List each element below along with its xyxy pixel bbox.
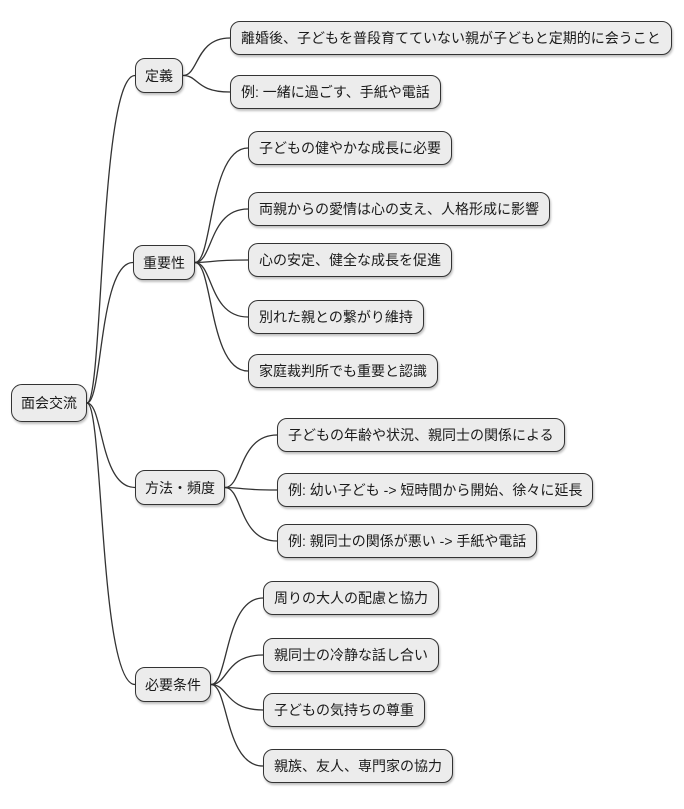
leaf-node: 子どもの健やかな成長に必要 — [248, 131, 452, 165]
branch-node-importance: 重要性 — [133, 245, 195, 280]
leaf-node: 家庭裁判所でも重要と認識 — [248, 354, 438, 388]
branch-node-requirements: 必要条件 — [135, 667, 211, 702]
leaf-node: 例: 親同士の関係が悪い -> 手紙や電話 — [277, 524, 538, 558]
leaf-node: 心の安定、健全な成長を促進 — [248, 243, 452, 277]
leaf-node: 両親からの愛情は心の支え、人格形成に影響 — [248, 192, 550, 226]
branch-node-method-frequency: 方法・頻度 — [135, 470, 225, 505]
leaf-node: 子どもの気持ちの尊重 — [263, 693, 425, 727]
leaf-node: 子どもの年齢や状況、親同士の関係による — [277, 418, 565, 452]
mindmap-root-node: 面会交流 — [11, 384, 87, 422]
leaf-node: 離婚後、子どもを普段育てていない親が子どもと定期的に会うこと — [230, 21, 672, 55]
branch-node-definition: 定義 — [135, 58, 183, 93]
leaf-node: 例: 幼い子ども -> 短時間から開始、徐々に延長 — [277, 473, 594, 507]
leaf-node: 例: 一緒に過ごす、手紙や電話 — [230, 75, 441, 109]
leaf-node: 周りの大人の配慮と協力 — [263, 581, 439, 615]
leaf-node: 親族、友人、専門家の協力 — [263, 749, 453, 783]
leaf-node: 親同士の冷静な話し合い — [263, 638, 439, 672]
leaf-node: 別れた親との繋がり維持 — [248, 300, 424, 334]
